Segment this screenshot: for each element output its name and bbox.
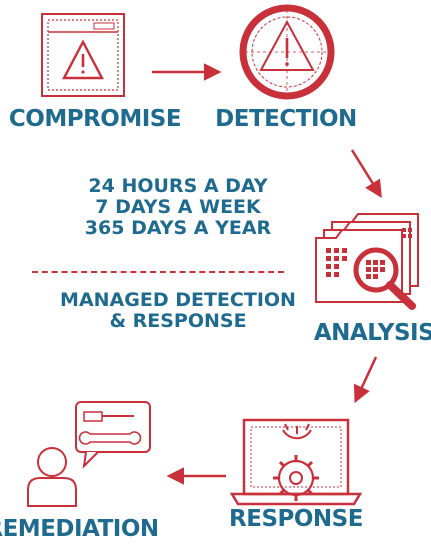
- arrow-detection-analysis: [350, 149, 382, 198]
- stage-label-analysis: ANALYSIS: [313, 320, 431, 346]
- service-title-line1: MANAGED DETECTION: [60, 289, 296, 311]
- warning-target-icon: [239, 4, 335, 100]
- person-tools-icon: [27, 401, 151, 507]
- laptop-gears-icon: [229, 418, 363, 506]
- warning-browser-icon: [41, 13, 125, 97]
- service-title-line2: & RESPONSE: [109, 310, 247, 332]
- availability-days: 7 DAYS A WEEK: [95, 196, 261, 218]
- center-divider: [32, 271, 284, 273]
- folders-magnifier-icon: [315, 213, 419, 310]
- availability-hours: 24 HOURS A DAY: [88, 175, 268, 197]
- stage-label-remediation: REMEDIATION: [0, 516, 159, 542]
- stage-label-response: RESPONSE: [229, 506, 363, 532]
- stage-label-compromise: COMPROMISE: [8, 106, 182, 132]
- stage-label-detection: DETECTION: [215, 106, 357, 132]
- availability-year: 365 DAYS A YEAR: [84, 217, 272, 239]
- arrow-analysis-response: [353, 356, 378, 404]
